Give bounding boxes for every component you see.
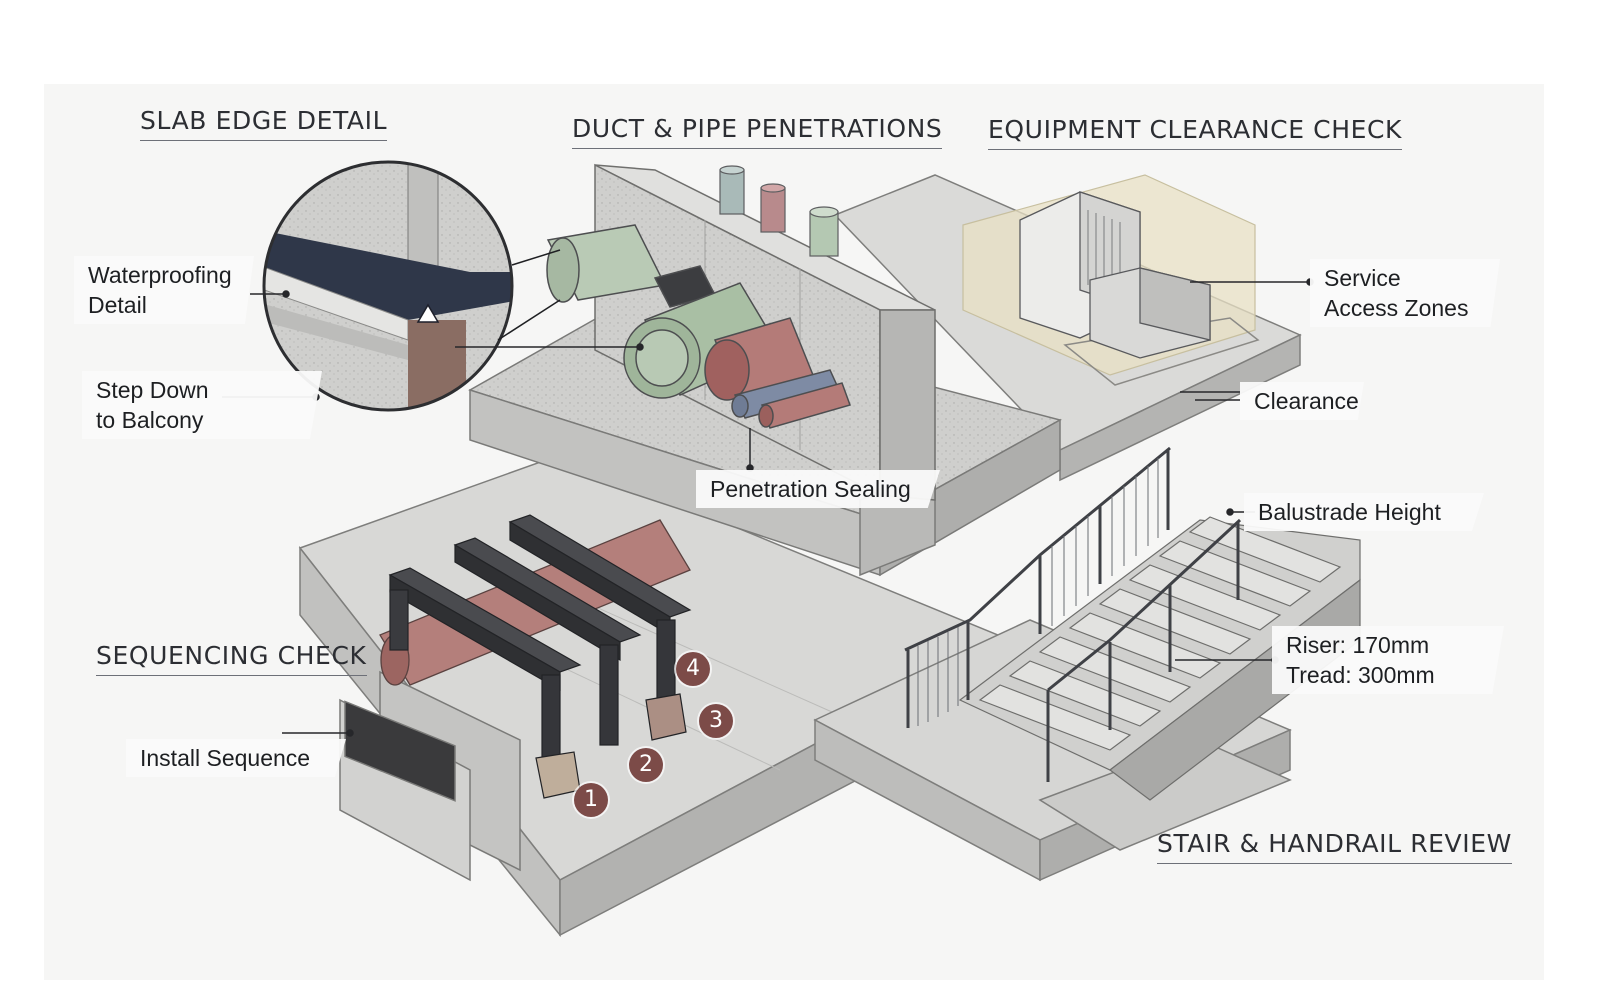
slab-edge-magnifier — [262, 160, 561, 412]
sequence-marker-2: 2 — [629, 748, 663, 782]
sequence-marker-1: 1 — [574, 783, 608, 817]
callout-step-down-to-balcony: Step Down to Balcony — [82, 371, 322, 439]
heading-duct-pipe-penetrations: DUCT & PIPE PENETRATIONS — [572, 114, 943, 149]
callout-service-access-zones: Service Access Zones — [1310, 259, 1500, 327]
balustrade-infill — [917, 458, 1159, 726]
callout-line: Riser: 170mm — [1286, 632, 1430, 658]
heading-equipment-clearance-check: EQUIPMENT CLEARANCE CHECK — [988, 115, 1403, 150]
sequence-marker-3: 3 — [699, 704, 733, 738]
callout-line: Access Zones — [1324, 295, 1469, 321]
sequencing-trench — [339, 670, 521, 882]
callout-clearance: Clearance — [1240, 382, 1364, 420]
callout-line: Waterproofing — [88, 262, 232, 288]
hvac-equipment — [1019, 191, 1211, 359]
callout-riser-tread: Riser: 170mm Tread: 300mm — [1272, 626, 1504, 694]
balustrade — [904, 446, 1242, 782]
callout-line: Detail — [88, 292, 147, 318]
heading-sequencing-check: SEQUENCING CHECK — [96, 641, 367, 676]
callout-waterproofing-detail: Waterproofing Detail — [74, 256, 254, 324]
callout-balustrade-height: Balustrade Height — [1244, 493, 1484, 531]
callout-line: Tread: 300mm — [1286, 662, 1435, 688]
duct-and-pipes — [546, 224, 851, 429]
callout-penetration-sealing: Penetration Sealing — [696, 470, 940, 508]
steel-frames — [388, 514, 692, 799]
vertical-pipes — [719, 165, 839, 257]
heading-stair-handrail-review: STAIR & HANDRAIL REVIEW — [1157, 829, 1512, 864]
heading-slab-edge-detail: SLAB EDGE DETAIL — [140, 106, 388, 141]
callout-line: to Balcony — [96, 407, 204, 433]
callout-line: Service — [1324, 265, 1401, 291]
callout-install-sequence: Install Sequence — [126, 739, 346, 777]
callout-line: Step Down — [96, 377, 209, 403]
sequence-marker-4: 4 — [676, 652, 710, 686]
